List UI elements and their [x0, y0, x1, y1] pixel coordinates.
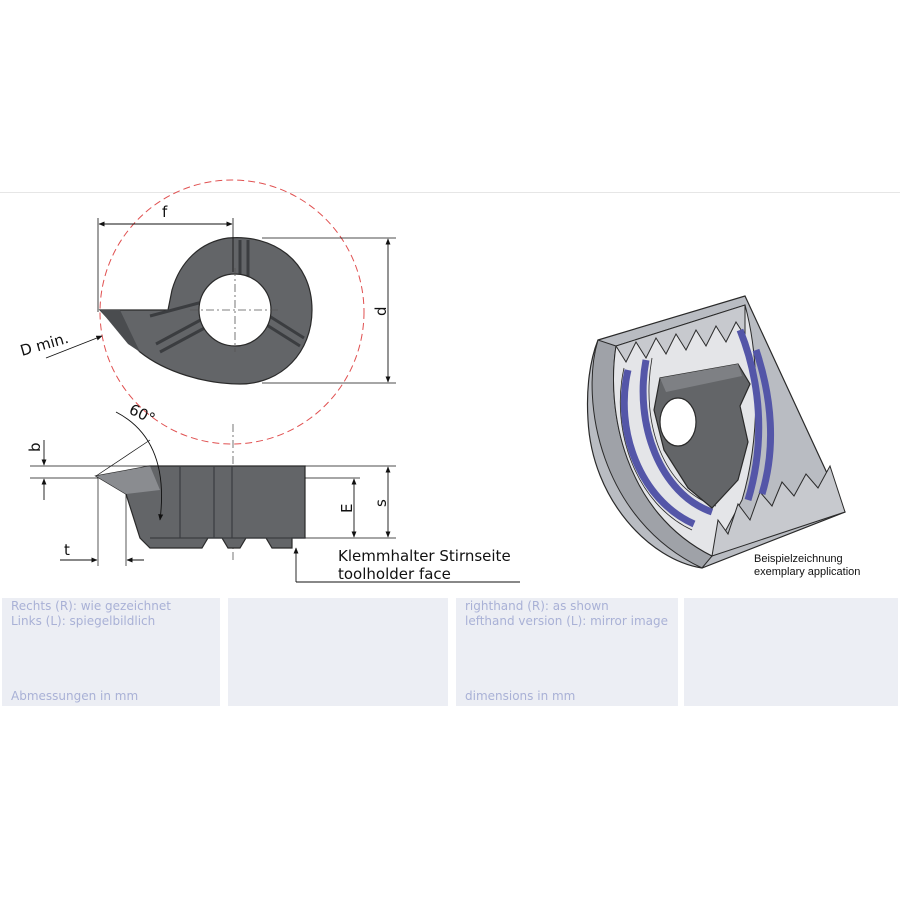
info-en-line1: righthand (R): as shown — [465, 599, 609, 613]
dim-f-label: f — [162, 203, 168, 221]
info-de-line2: Links (L): spiegelbildlich — [11, 614, 156, 628]
dim-e-label: E — [338, 504, 356, 513]
angle-arc — [115, 411, 164, 521]
example-label-de: Beispielzeichnung — [754, 553, 843, 565]
top-divider — [0, 192, 900, 193]
toolholder-label-de: Klemmhalter Stirnseite — [338, 547, 511, 565]
info-de-line1: Rechts (R): wie gezeichnet — [11, 599, 171, 613]
d-min-label: D min. — [18, 329, 70, 360]
thread-teeth-bottom — [711, 464, 846, 557]
thread-grooves — [620, 328, 775, 528]
insert-side-view: 60° b E s t Klemmhalter Stirnseite toolh… — [26, 400, 520, 583]
toolholder-label-en: toolholder face — [338, 565, 451, 583]
info-box-empty-2 — [684, 598, 898, 706]
insert-top-view: f d D min. — [18, 179, 396, 445]
insert-3d-top — [660, 364, 742, 392]
example-label-en: exemplary application — [754, 566, 860, 578]
angle-label: 60° — [126, 400, 158, 428]
insert-3d-hole — [659, 397, 697, 447]
info-de-dims: Abmessungen in mm — [11, 689, 139, 703]
dim-b-label: b — [26, 442, 44, 452]
insert-side-lines — [150, 466, 305, 539]
info-en-line2: lefthand version (L): mirror image — [465, 614, 668, 628]
d-min-circle — [99, 179, 365, 445]
insert-top-edge — [100, 310, 140, 352]
thread-teeth-top — [615, 304, 746, 364]
d-min-leader — [45, 335, 103, 359]
info-en-dims: dimensions in mm — [465, 689, 576, 703]
insert-side-tip — [96, 466, 160, 494]
dim-t-label: t — [64, 541, 70, 559]
info-box-de: Rechts (R): wie gezeichnet Links (L): sp… — [2, 598, 220, 706]
dim-s-label: s — [372, 499, 390, 507]
info-box-empty-1 — [228, 598, 448, 706]
dim-d-label: d — [372, 306, 390, 316]
application-3d-view: Beispielzeichnung exemplary application — [586, 295, 860, 578]
info-box-en: righthand (R): as shown lefthand version… — [456, 598, 678, 706]
